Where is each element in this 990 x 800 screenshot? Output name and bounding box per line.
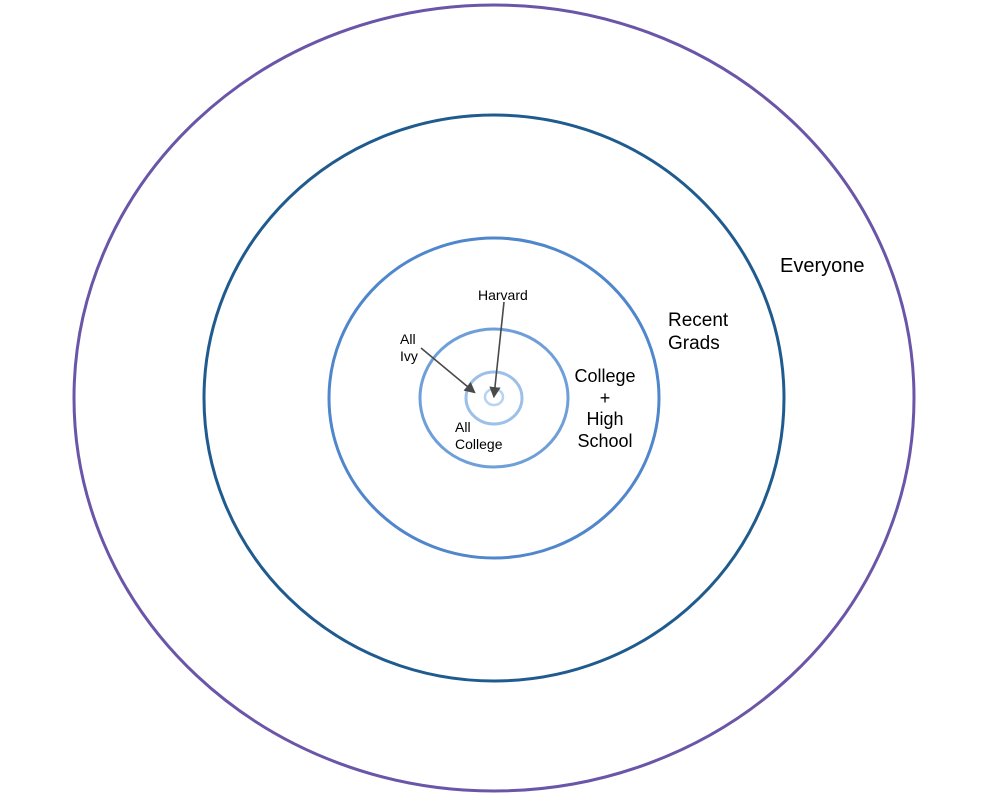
label-harvard: Harvard [478,287,528,303]
ring-college-high-school [327,236,661,560]
label-everyone: Everyone [780,255,865,277]
arrow-all-ivy-pointer [420,347,476,394]
label-college-high-school: College + High School [574,366,636,451]
ring-all-college [418,327,570,469]
ring-everyone [72,3,916,793]
label-all-college: All College [455,419,503,452]
label-all-ivy: All Ivy [400,331,418,364]
arrow-harvard-pointer [489,301,505,399]
ring-recent-grads [202,113,786,683]
label-recent-grads: Recent Grads [668,310,729,354]
ring-all-ivy [464,370,524,426]
